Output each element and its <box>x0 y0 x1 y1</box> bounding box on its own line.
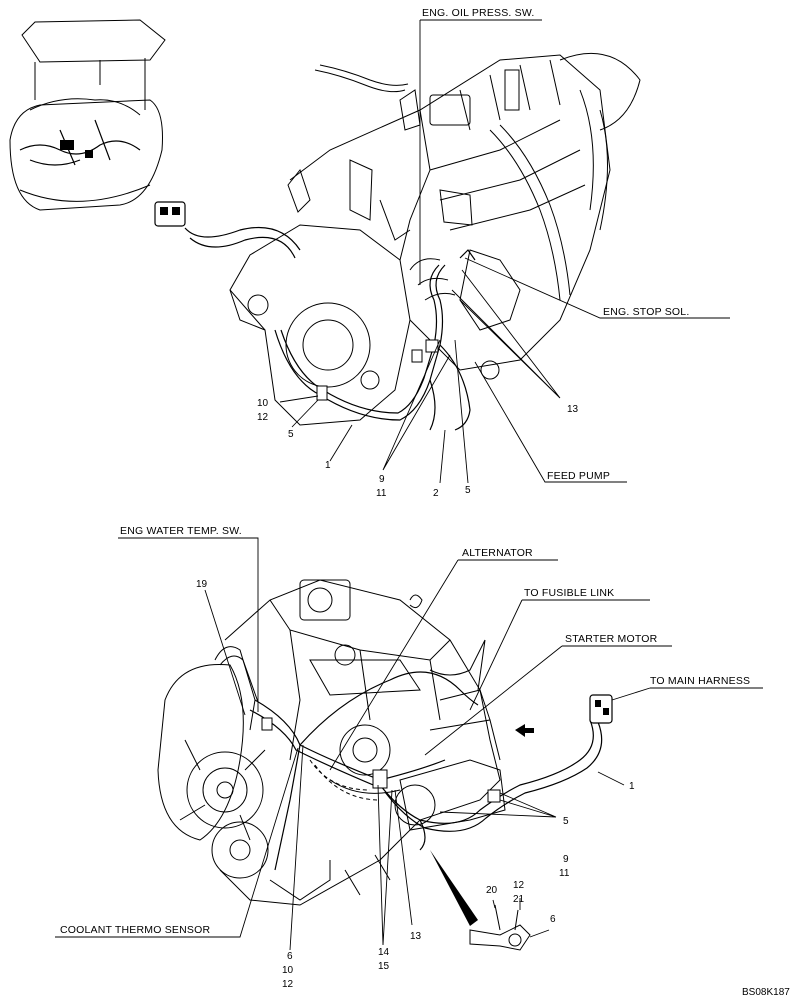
label-eng-stop-sol: ENG. STOP SOL. <box>603 306 689 318</box>
figure-code: BS08K187 <box>742 987 790 998</box>
label-eng-oil-press-sw: ENG. OIL PRESS. SW. <box>422 7 535 19</box>
bottom-engine-drawing <box>157 579 506 906</box>
callout-13-bottom: 13 <box>410 931 422 942</box>
label-to-fusible-link: TO FUSIBLE LINK <box>524 587 614 599</box>
label-alternator: ALTERNATOR <box>462 547 533 559</box>
callout-1: 1 <box>325 460 331 471</box>
top-connector <box>154 201 186 227</box>
label-coolant-thermo-sensor: COOLANT THERMO SENSOR <box>60 924 210 936</box>
callout-10-bottom: 10 <box>282 965 294 976</box>
callout-20: 20 <box>486 885 498 896</box>
callout-9-bottom: 9 <box>563 854 569 865</box>
top-leaders <box>279 19 730 484</box>
direction-arrow-icon <box>515 724 534 737</box>
callout-12-bottom: 12 <box>282 979 294 990</box>
callout-5: 5 <box>288 429 294 440</box>
callout-6-bracket: 6 <box>550 914 556 925</box>
callout-2: 2 <box>433 488 439 499</box>
callout-10: 10 <box>257 398 269 409</box>
callout-5-bottom: 5 <box>563 816 569 827</box>
label-to-main-harness: TO MAIN HARNESS <box>650 675 750 687</box>
callout-5b: 5 <box>465 485 471 496</box>
callout-6-bottom: 6 <box>287 951 293 962</box>
label-eng-water-temp-sw: ENG WATER TEMP. SW. <box>120 525 242 537</box>
callout-11-bottom: 11 <box>559 868 570 879</box>
callout-14: 14 <box>378 947 390 958</box>
machine-thumbnail <box>9 19 166 211</box>
label-starter-motor: STARTER MOTOR <box>565 633 658 645</box>
callout-15: 15 <box>378 961 390 972</box>
bottom-leaders <box>55 537 763 951</box>
callout-1-bottom: 1 <box>629 781 635 792</box>
top-engine-drawing <box>229 52 641 426</box>
callout-13: 13 <box>567 404 579 415</box>
bracket-detail <box>430 850 531 951</box>
callout-12: 12 <box>257 412 269 423</box>
top-harness <box>154 201 476 431</box>
callout-9: 9 <box>379 474 385 485</box>
label-feed-pump: FEED PUMP <box>547 470 610 482</box>
callout-19: 19 <box>196 579 208 590</box>
callout-12-bracket: 12 <box>513 880 525 891</box>
callout-21: 21 <box>513 894 525 905</box>
callout-11: 11 <box>376 488 387 499</box>
